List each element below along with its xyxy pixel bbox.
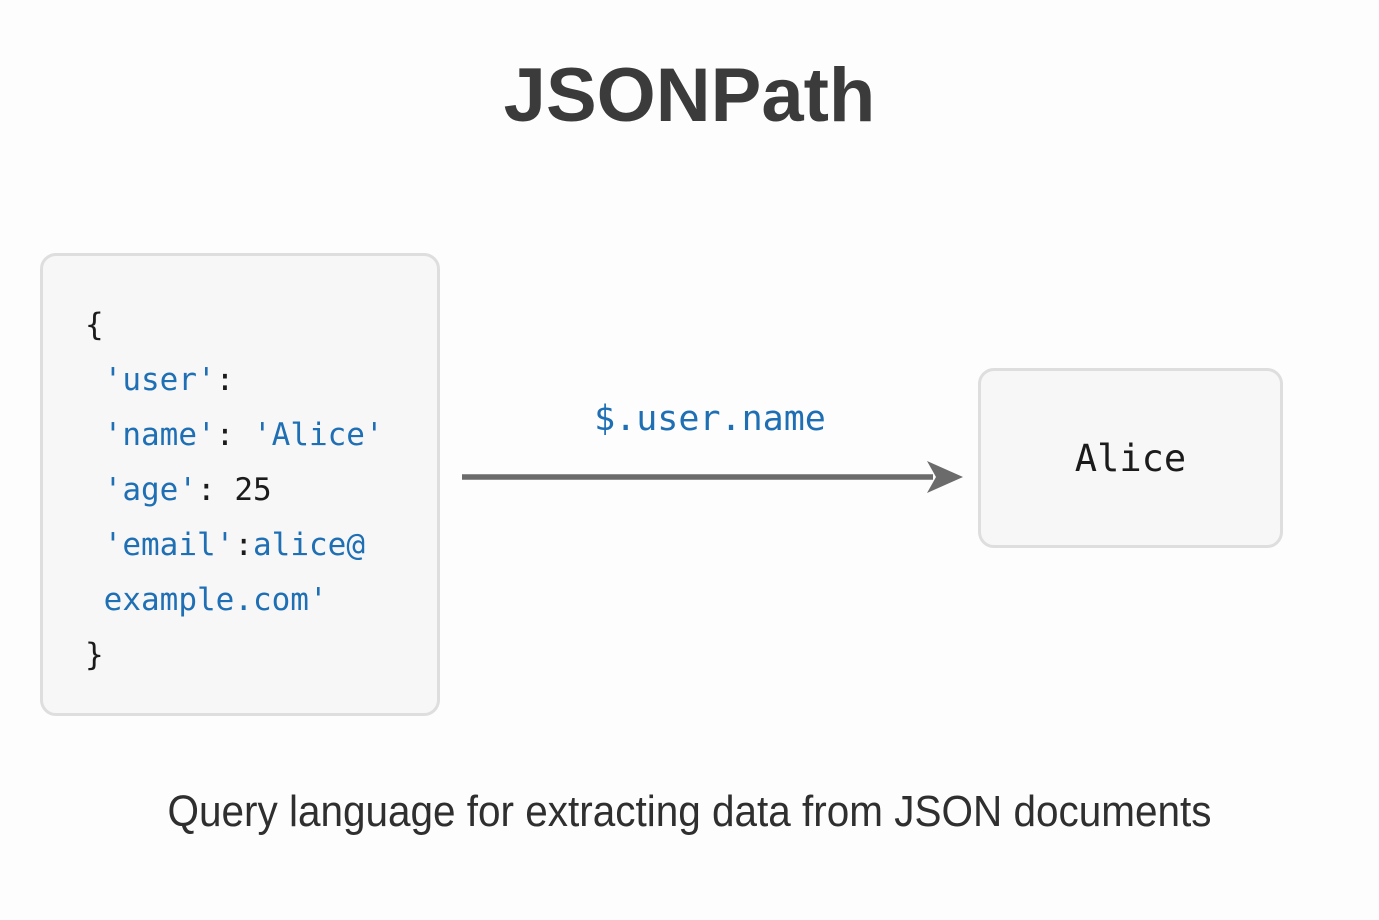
page-title: JSONPath (503, 53, 876, 138)
caption: Query language for extracting data from … (167, 787, 1212, 836)
json-source-code: { 'user': 'name': 'Alice' 'age': 25 'ema… (85, 298, 423, 683)
flow-arrow (455, 455, 975, 503)
json-token-key: 'email' (103, 527, 235, 563)
json-token-num: 25 (215, 472, 272, 508)
json-token-str: 'Alice' (234, 417, 384, 453)
json-source-line: example.com' (85, 573, 423, 628)
query-result-value: Alice (1074, 436, 1187, 480)
json-token-punc: } (85, 637, 104, 673)
json-source-line: 'age': 25 (85, 463, 423, 518)
json-source-line: { (85, 298, 423, 353)
json-token-key: 'age' (103, 472, 197, 508)
json-token-colon: : (197, 472, 216, 508)
json-token-colon: : (234, 527, 253, 563)
json-token-key: 'user' (103, 362, 216, 398)
json-source-line: } (85, 628, 423, 683)
json-source-box: { 'user': 'name': 'Alice' 'age': 25 'ema… (40, 253, 440, 716)
query-result-box: Alice (978, 368, 1283, 548)
json-token-punc: { (85, 307, 104, 343)
json-token-str: example.com' (103, 582, 328, 618)
json-source-line: 'name': 'Alice' (85, 408, 423, 463)
json-token-colon: : (215, 417, 235, 453)
json-token-str: alice@ (253, 527, 365, 563)
json-source-line: 'email':alice@ (85, 518, 423, 573)
json-token-colon: : (215, 362, 235, 398)
json-source-line: 'user': (85, 353, 423, 408)
json-token-key: 'name' (103, 417, 216, 453)
jsonpath-expression-label: $.user.name (594, 399, 826, 439)
arrow-right-icon (462, 461, 963, 493)
